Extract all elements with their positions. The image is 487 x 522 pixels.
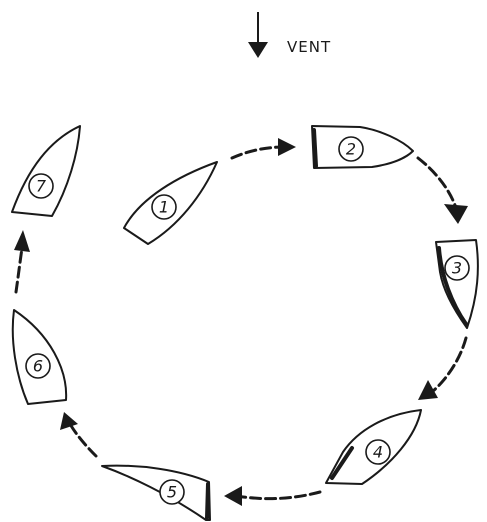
boat-7-number: 7 [36,177,47,196]
arrow-2-to-3-head-icon [444,204,468,224]
arrow-6-to-7-line [16,248,22,292]
boat-5-shade [207,484,208,518]
arrow-4-to-5-head-icon [224,486,242,506]
boat-7-hull [12,126,80,216]
wind-arrow-head-icon [248,42,268,58]
arrow-1-to-2-head-icon [278,138,296,156]
boat-5-hull [102,466,210,520]
arrow-4-to-5 [224,486,320,506]
arrow-5-to-6-line [70,424,96,456]
boat-2-shade [314,130,316,166]
boat-1-number: 1 [159,198,169,217]
boat-6: 6 [13,310,66,404]
arrow-2-to-3 [418,158,468,224]
boat-2: 2 [312,126,413,168]
boat-4-number: 4 [373,443,383,462]
wind-indicator: VENT [248,12,331,58]
arrow-6-to-7 [14,230,30,292]
arrow-3-to-4 [418,338,466,400]
arrow-1-to-2 [232,138,296,158]
arrow-3-to-4-line [432,338,466,392]
boat-5: 5 [102,466,210,520]
boat-3-number: 3 [452,259,462,278]
arrow-2-to-3-line [418,158,456,208]
wind-label: VENT [287,38,331,56]
boat-2-number: 2 [346,140,356,159]
boat-6-number: 6 [33,357,43,376]
boat-5-number: 5 [167,483,177,502]
boat-7: 7 [12,126,80,216]
arrow-6-to-7-head-icon [14,230,30,252]
arrow-4-to-5-line [236,492,320,499]
arrow-5-to-6 [60,412,96,456]
boat-3-hull [436,240,478,328]
arrow-5-to-6-head-icon [60,412,78,430]
boat-3: 3 [436,240,478,328]
boat-1: 1 [124,162,217,244]
arrow-1-to-2-line [232,147,284,158]
boat-4: 4 [326,410,421,484]
